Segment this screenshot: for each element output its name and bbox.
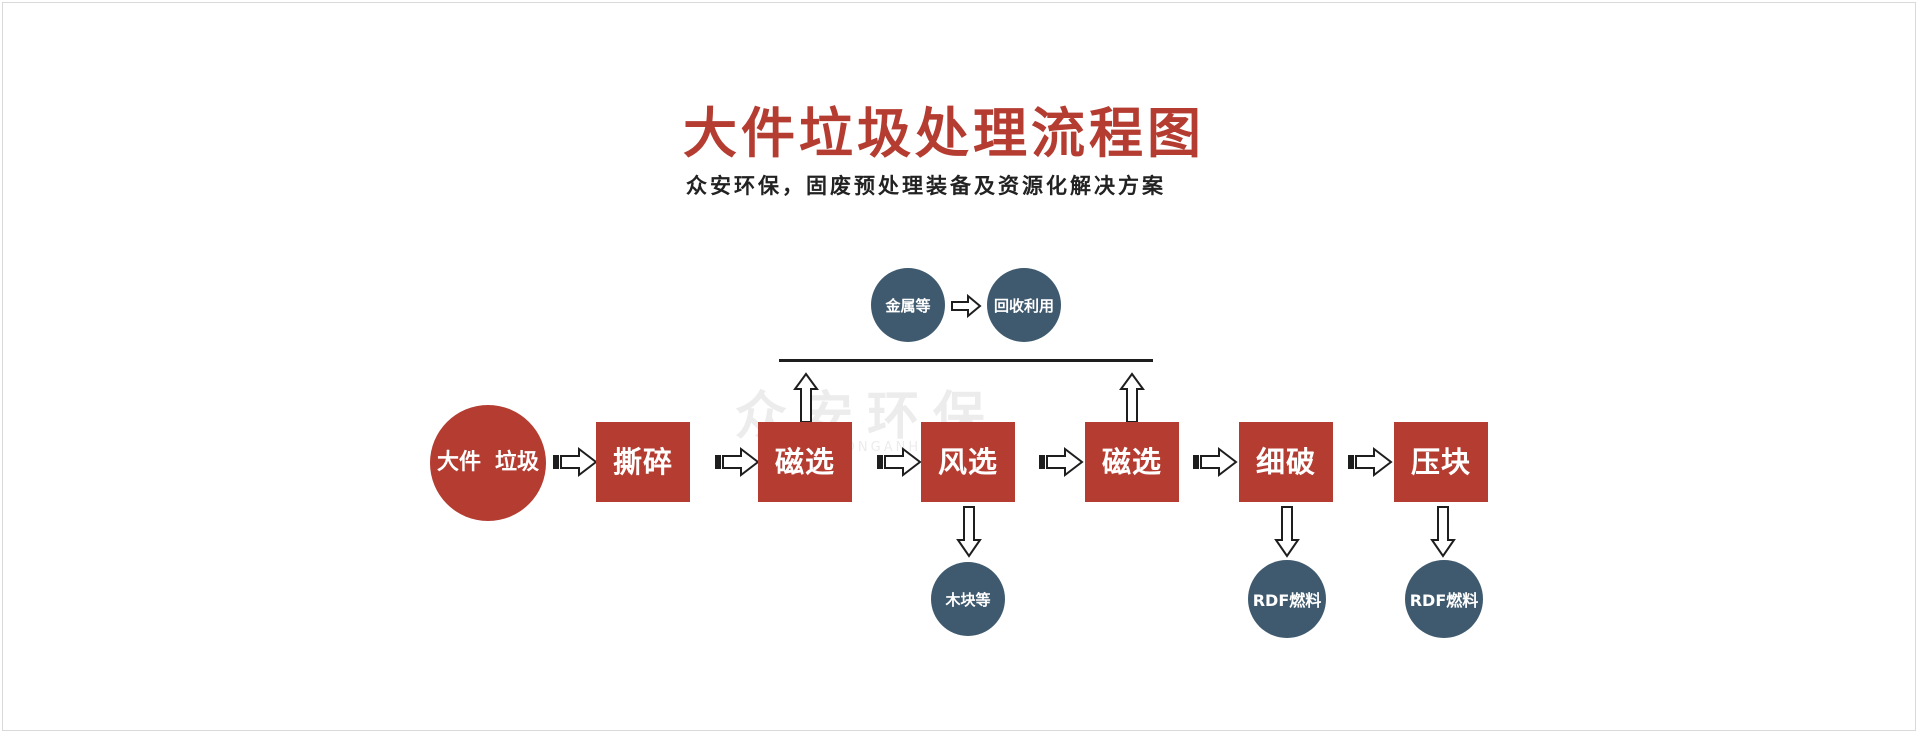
start-label-line1: 大件 <box>436 450 481 475</box>
arrow-metal-to-recycle <box>951 293 982 319</box>
step-magnetic-1: 磁选 <box>758 422 852 502</box>
output-wood: 木块等 <box>931 562 1005 636</box>
arrow-down-rdf2 <box>1430 506 1456 558</box>
output-metal: 金属等 <box>871 268 945 342</box>
page-title: 大件垃圾处理流程图 <box>683 102 1205 165</box>
arrow-step3-to-step4 <box>1038 448 1083 476</box>
arrow-step5-to-step6 <box>1347 448 1392 476</box>
arrow-step1-to-step2 <box>714 448 759 476</box>
start-label-line2: 垃圾 <box>494 450 539 475</box>
step-compress: 压块 <box>1394 422 1488 502</box>
start-node-bulky-waste: 大件 垃圾 <box>430 405 546 521</box>
step-magnetic-2: 磁选 <box>1085 422 1179 502</box>
arrow-down-rdf1 <box>1274 506 1300 558</box>
output-recycle: 回收利用 <box>987 268 1061 342</box>
arrow-up-left <box>793 372 819 423</box>
step-air-separation: 风选 <box>921 422 1015 502</box>
arrow-down-wood <box>956 506 982 558</box>
arrow-step2-to-step3 <box>876 448 921 476</box>
output-rdf-fuel-1: RDF燃料 <box>1248 560 1326 638</box>
arrow-start-to-step1 <box>552 448 597 476</box>
output-rdf-fuel-2: RDF燃料 <box>1405 560 1483 638</box>
arrow-up-right <box>1119 372 1145 423</box>
step-shred: 撕碎 <box>596 422 690 502</box>
collection-line <box>779 359 1153 362</box>
step-fine-crush: 细破 <box>1239 422 1333 502</box>
arrow-step4-to-step5 <box>1192 448 1237 476</box>
page-subtitle: 众安环保，固废预处理装备及资源化解决方案 <box>686 173 1166 198</box>
